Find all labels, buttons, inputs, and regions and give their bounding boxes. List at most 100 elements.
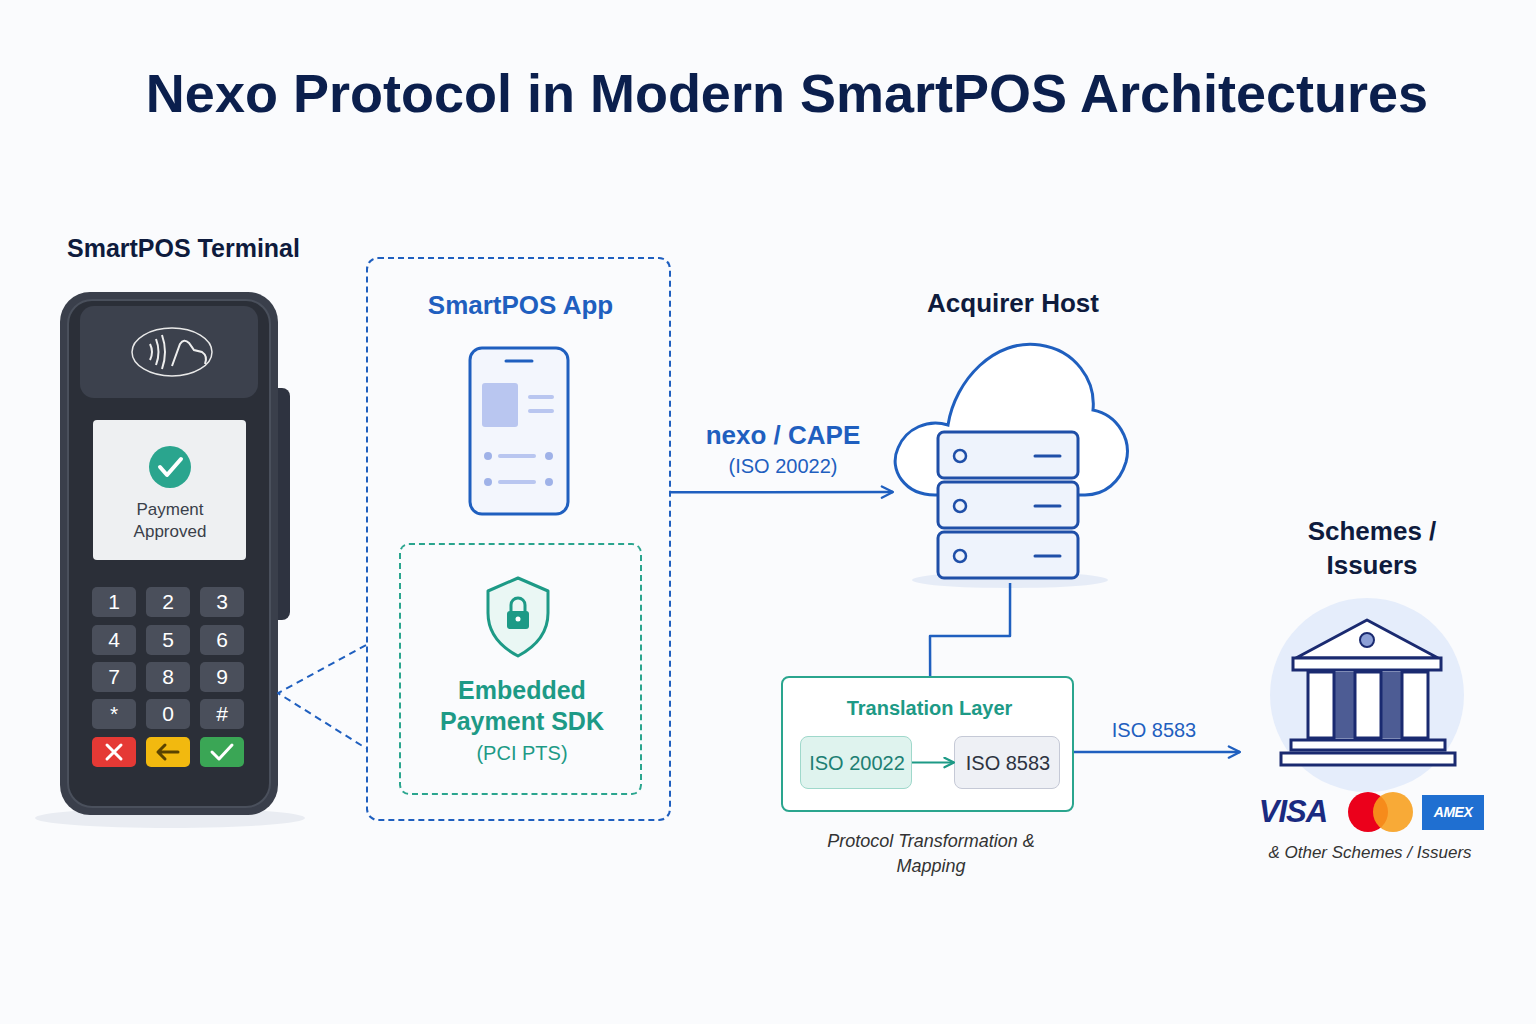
contactless-area: [80, 306, 258, 398]
bank-emblem: [1360, 633, 1374, 647]
bank-beam: [1293, 658, 1441, 670]
keypad-key-label: #: [216, 702, 228, 726]
diagram-title: Nexo Protocol in Modern SmartPOS Archite…: [37, 62, 1536, 124]
dashed-link: [278, 645, 366, 748]
approved-check: [160, 459, 181, 475]
node-caption: & Other Schemes / Issuers: [1230, 842, 1510, 864]
amex-badge: [1422, 795, 1484, 830]
phone-line: [498, 480, 536, 484]
edge-sublabel: (ISO 20022): [729, 455, 838, 478]
clear-icon: [158, 745, 178, 759]
bank-column: [1402, 672, 1428, 738]
protocol-pill: ISO 20022: [800, 736, 912, 789]
mastercard-orange: [1373, 792, 1413, 832]
sdk-container: Embedded Payment SDK (PCI PTS): [399, 543, 642, 795]
bank-icon: [1270, 598, 1464, 792]
edge-label: ISO 8583: [1112, 719, 1197, 742]
server-light: [954, 550, 966, 562]
host-link: [930, 583, 1010, 676]
phone-line: [498, 454, 536, 458]
keypad-key-label: 1: [108, 590, 120, 614]
key: [200, 625, 244, 655]
amex-logo: AMEX: [1434, 804, 1472, 820]
key: [146, 625, 190, 655]
key: [200, 699, 244, 729]
key: [200, 587, 244, 617]
key: [200, 662, 244, 692]
server-slots: [1035, 456, 1060, 556]
translation-box: ISO 20022ISO 8583Translation LayerProtoc…: [781, 676, 1074, 812]
contactless-hand: [172, 341, 206, 366]
key: [92, 625, 136, 655]
certification-note: (PCI PTS): [422, 741, 622, 765]
bank-backdrop: [1270, 598, 1464, 792]
edge-label: nexo / CAPE: [706, 420, 861, 451]
protocol-pill: ISO 8583: [954, 736, 1060, 789]
lock-shackle: [511, 598, 525, 612]
phone-line: [528, 395, 554, 399]
approved-check-circle: [149, 446, 191, 488]
acquirer-host-icon: [895, 344, 1127, 588]
container-heading: Embedded Payment SDK: [422, 675, 622, 737]
phone-dot: [484, 452, 492, 460]
keypad-key-label: 2: [162, 590, 174, 614]
node-heading: Acquirer Host: [863, 287, 1163, 320]
node-heading: Schemes / Issuers: [1272, 514, 1472, 582]
server-light: [954, 450, 966, 462]
lock-body: [507, 611, 529, 629]
terminal-node: SmartPOS TerminalPayment Approved: [60, 292, 278, 815]
app-container: Embedded Payment SDK (PCI PTS) SmartPOS Ap…: [366, 257, 671, 821]
keypad-key-label: 7: [108, 665, 120, 689]
bank-column: [1355, 672, 1381, 738]
bank-step: [1291, 740, 1445, 750]
phone-body: [470, 348, 568, 514]
keypad-key-label: *: [110, 702, 118, 726]
keypad-key-label: 0: [162, 702, 174, 726]
keypad-key-label: 3: [216, 590, 228, 614]
terminal-screen: [93, 420, 246, 560]
key: [92, 699, 136, 729]
cloud: [895, 344, 1127, 495]
shield-lock-icon: [488, 578, 548, 656]
key: [92, 662, 136, 692]
server-light: [954, 500, 966, 512]
keypad-key-label: 6: [216, 628, 228, 652]
enter-key: [200, 737, 244, 767]
container-heading: SmartPOS App: [368, 289, 673, 322]
bank-gap: [1381, 672, 1402, 738]
lock-keyhole: [516, 617, 521, 622]
contactless-waves: [150, 335, 165, 369]
keypad-keys: [92, 587, 244, 729]
phone-dot: [545, 452, 553, 460]
protocol-arrow: [671, 491, 893, 494]
phone-image: [482, 383, 518, 427]
phone-dot: [484, 478, 492, 486]
clear-key: [146, 737, 190, 767]
enter-icon: [212, 745, 232, 759]
cancel-key: [92, 737, 136, 767]
bank-base: [1281, 753, 1455, 765]
box-heading: Translation Layer: [783, 696, 1076, 721]
keypad-key-label: 5: [162, 628, 174, 652]
node-heading: SmartPOS Terminal: [67, 233, 327, 264]
terminal-body: [60, 292, 278, 815]
key: [146, 699, 190, 729]
visa-logo: VISA: [1259, 794, 1327, 830]
terminal-face: [68, 300, 270, 807]
phone-line: [528, 409, 554, 413]
keypad-key-label: 8: [162, 665, 174, 689]
protocol-name: ISO 8583: [955, 750, 1061, 776]
phone-icon: [470, 348, 568, 514]
phone-speaker: [506, 360, 532, 363]
protocol-name: ISO 20022: [801, 750, 913, 776]
phone-dot: [545, 478, 553, 486]
scheme-logos: [1348, 792, 1484, 832]
keypad-key-label: 4: [108, 628, 120, 652]
contactless-ring: [132, 328, 212, 376]
key: [146, 587, 190, 617]
bank-gap: [1334, 672, 1355, 738]
acquirer-host-node: Acquirer Host: [893, 338, 1129, 583]
